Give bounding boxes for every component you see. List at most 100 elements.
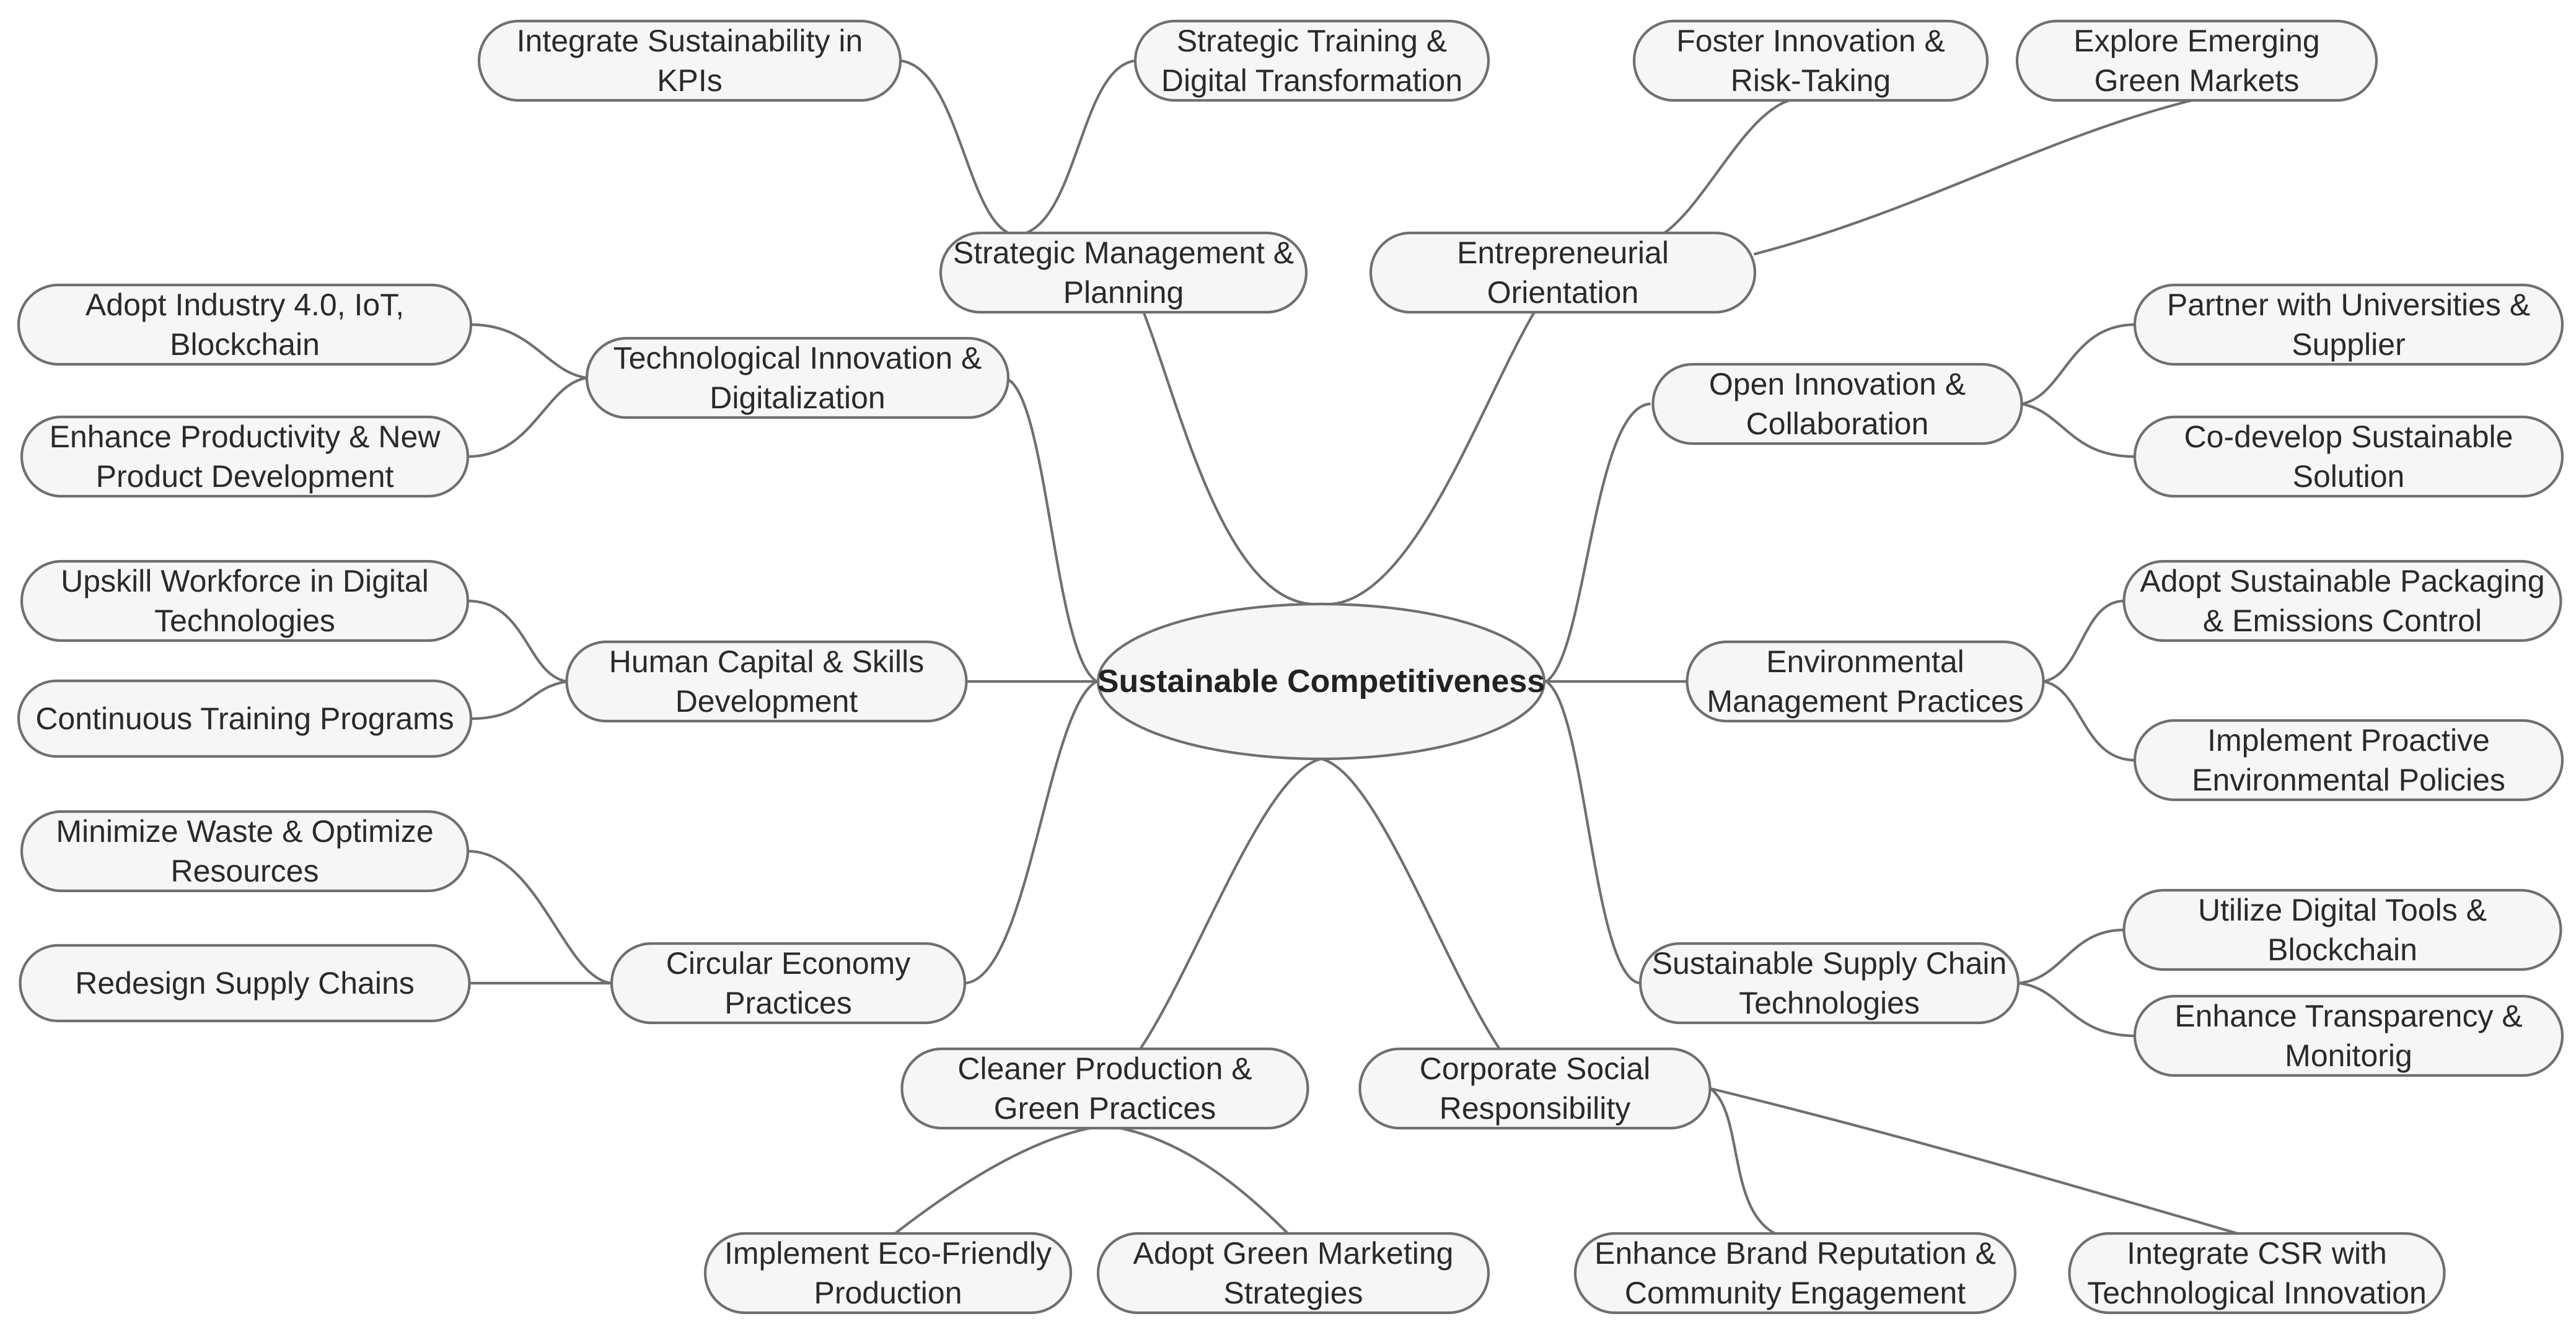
leaf-node-3-1-shape xyxy=(17,283,473,366)
edge-branch-2-to-child-2 xyxy=(1753,97,2199,256)
branch-node-2-shape xyxy=(1369,231,1757,314)
leaf-node-5-2-shape xyxy=(17,679,473,758)
edge-branch-9-to-child-1 xyxy=(886,1124,1107,1241)
leaf-node-5-2: Continuous Training Programs xyxy=(17,679,473,758)
edge-branch-10-to-child-1 xyxy=(1708,1087,1797,1241)
leaf-node-1-2-label: Strategic Training &Digital Transformati… xyxy=(1161,24,1462,98)
branch-node-9-shape xyxy=(900,1047,1309,1130)
leaf-node-10-1-label: Enhance Brand Reputation &Community Enga… xyxy=(1594,1236,1996,1310)
branch-node-4: Open Innovation &Collaboration xyxy=(1651,362,2023,445)
leaf-node-8-1-label: Utilize Digital Tools &Blockchain xyxy=(2198,893,2487,967)
leaf-node-6-2-shape xyxy=(2133,719,2564,802)
leaf-node-1-2: Strategic Training &Digital Transformati… xyxy=(1133,19,1490,102)
edge-root-to-branch-4 xyxy=(1544,402,1651,683)
leaf-node-6-1-label: Adopt Sustainable Packaging& Emissions C… xyxy=(2140,564,2544,638)
edge-branch-10-to-child-2 xyxy=(1708,1087,2259,1241)
branch-node-4-label: Open Innovation &Collaboration xyxy=(1709,367,1966,441)
leaf-node-2-1-label: Foster Innovation &Risk-Taking xyxy=(1676,24,1945,98)
leaf-node-7-2-label: Redesign Supply Chains xyxy=(75,966,415,1001)
leaf-node-9-1-shape xyxy=(703,1232,1073,1315)
leaf-node-7-2: Redesign Supply Chains xyxy=(19,944,471,1023)
leaf-node-7-2-shape xyxy=(19,944,471,1023)
edge-branch-5-to-child-1 xyxy=(466,599,569,683)
edge-branch-4-to-child-1 xyxy=(2020,323,2137,406)
branch-node-10-shape xyxy=(1358,1047,1712,1130)
edge-root-to-branch-3 xyxy=(1002,376,1099,683)
edge-branch-1-to-child-2 xyxy=(1014,59,1137,237)
edge-branch-5-to-child-2 xyxy=(469,680,569,720)
branch-node-3-shape xyxy=(585,336,1010,419)
edge-branch-1-to-child-1 xyxy=(899,59,1018,237)
branch-node-1-shape xyxy=(939,231,1308,314)
branch-node-1: Strategic Management &Planning xyxy=(939,231,1308,314)
branch-node-1-label: Strategic Management &Planning xyxy=(953,235,1294,310)
leaf-node-4-1-label: Partner with Universities &Supplier xyxy=(2167,287,2530,362)
leaf-node-2-2-shape xyxy=(2015,19,2378,102)
leaf-node-5-2-label: Continuous Training Programs xyxy=(35,701,454,736)
leaf-node-4-1-shape xyxy=(2133,283,2564,366)
leaf-node-3-2-shape xyxy=(20,415,470,498)
leaf-node-9-2-shape xyxy=(1096,1232,1490,1315)
edge-root-to-branch-8 xyxy=(1544,680,1642,985)
leaf-node-4-1: Partner with Universities &Supplier xyxy=(2133,283,2564,366)
edge-root-to-branch-7 xyxy=(963,680,1099,985)
leaf-node-10-1: Enhance Brand Reputation &Community Enga… xyxy=(1573,1232,2017,1315)
edge-branch-7-to-child-1 xyxy=(466,849,613,985)
branch-node-5-shape xyxy=(565,640,968,723)
edge-root-to-branch-2 xyxy=(1319,271,1565,606)
branch-node-6-shape xyxy=(1686,640,2045,723)
edge-branch-8-to-child-2 xyxy=(2016,981,2137,1038)
root-node-shape xyxy=(1096,602,1546,761)
branch-node-4-shape xyxy=(1651,362,2023,445)
edge-branch-6-to-child-1 xyxy=(2041,599,2126,683)
edge-branch-3-to-child-2 xyxy=(466,376,589,458)
branch-node-9: Cleaner Production &Green Practices xyxy=(900,1047,1309,1130)
edge-branch-6-to-child-2 xyxy=(2041,680,2137,762)
leaf-node-2-1-shape xyxy=(1632,19,1989,102)
edge-branch-8-to-child-1 xyxy=(2016,928,2126,985)
leaf-node-8-2-shape xyxy=(2133,994,2564,1077)
leaf-node-10-2-shape xyxy=(2068,1232,2446,1315)
root-node-label: Sustainable Competitiveness xyxy=(1097,664,1545,699)
mind-map-edges xyxy=(466,59,2259,1241)
edge-root-to-branch-1 xyxy=(1122,271,1323,606)
leaf-node-3-1-label: Adopt Industry 4.0, IoT,Blockchain xyxy=(86,287,404,362)
leaf-node-6-1: Adopt Sustainable Packaging& Emissions C… xyxy=(2122,559,2562,642)
edge-branch-9-to-child-2 xyxy=(1103,1124,1295,1241)
leaf-node-8-1: Utilize Digital Tools &Blockchain xyxy=(2122,888,2562,971)
branch-node-3: Technological Innovation &Digitalization xyxy=(585,336,1010,419)
leaf-node-2-1: Foster Innovation &Risk-Taking xyxy=(1632,19,1989,102)
leaf-node-5-1-shape xyxy=(20,559,470,642)
leaf-node-1-1-shape xyxy=(477,19,902,102)
leaf-node-3-1: Adopt Industry 4.0, IoT,Blockchain xyxy=(17,283,473,366)
leaf-node-6-1-shape xyxy=(2122,559,2562,642)
